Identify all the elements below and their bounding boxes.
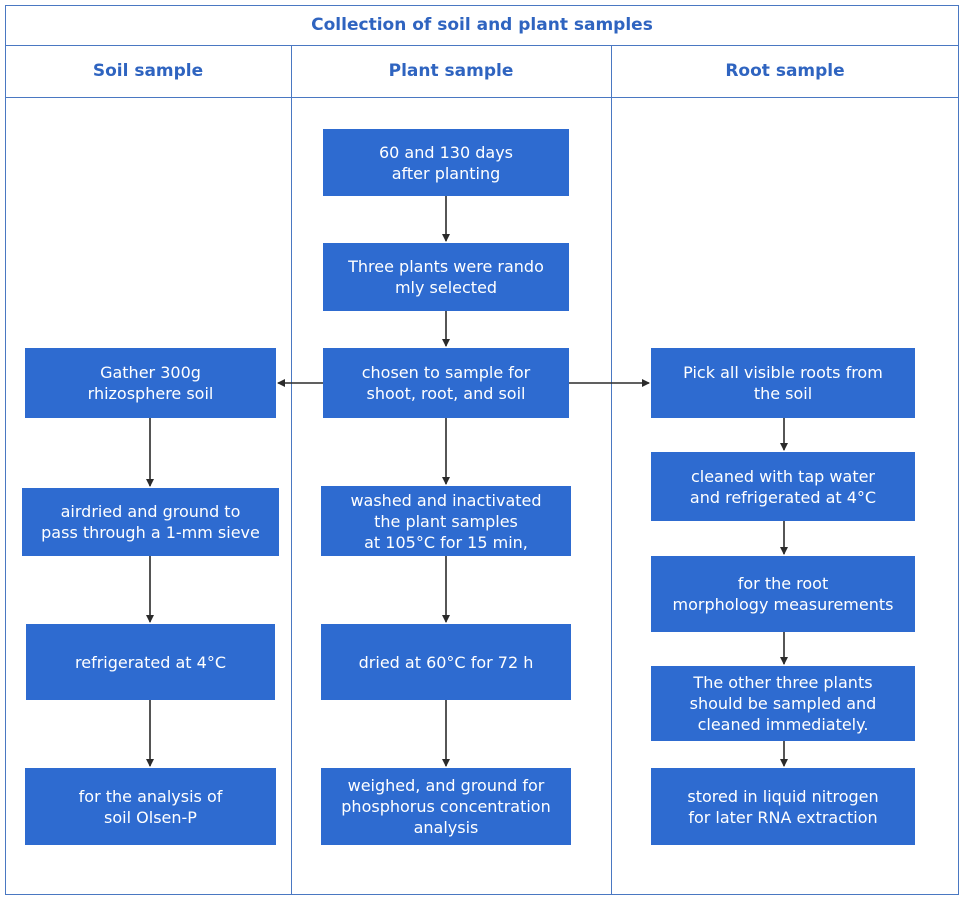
plant-step-5: dried at 60°C for 72 h xyxy=(321,624,571,700)
soil-step-3: refrigerated at 4°C xyxy=(26,624,275,700)
column-header-plant: Plant sample xyxy=(388,61,514,81)
header-divider xyxy=(5,97,959,98)
root-step-5: stored in liquid nitrogen for later RNA … xyxy=(651,768,915,845)
soil-step-4: for the analysis of soil Olsen-P xyxy=(25,768,276,845)
plant-step-4: washed and inactivated the plant samples… xyxy=(321,486,571,556)
root-step-4: The other three plants should be sampled… xyxy=(651,666,915,741)
plant-step-2: Three plants were rando mly selected xyxy=(323,243,569,311)
root-step-1: Pick all visible roots from the soil xyxy=(651,348,915,418)
plant-step-3: chosen to sample for shoot, root, and so… xyxy=(323,348,569,418)
plant-step-1: 60 and 130 days after planting xyxy=(323,129,569,196)
title-divider xyxy=(5,45,959,46)
root-step-2: cleaned with tap water and refrigerated … xyxy=(651,452,915,521)
column-header-root: Root sample xyxy=(725,61,845,81)
column-header-soil: Soil sample xyxy=(92,61,204,81)
plant-step-6: weighed, and ground for phosphorus conce… xyxy=(321,768,571,845)
diagram-frame xyxy=(5,5,959,895)
root-step-3: for the root morphology measurements xyxy=(651,556,915,632)
soil-step-2: airdried and ground to pass through a 1-… xyxy=(22,488,279,556)
diagram-title: Collection of soil and plant samples xyxy=(311,15,653,35)
soil-step-1: Gather 300g rhizosphere soil xyxy=(25,348,276,418)
column-divider-2 xyxy=(611,45,612,895)
column-divider-1 xyxy=(291,45,292,895)
